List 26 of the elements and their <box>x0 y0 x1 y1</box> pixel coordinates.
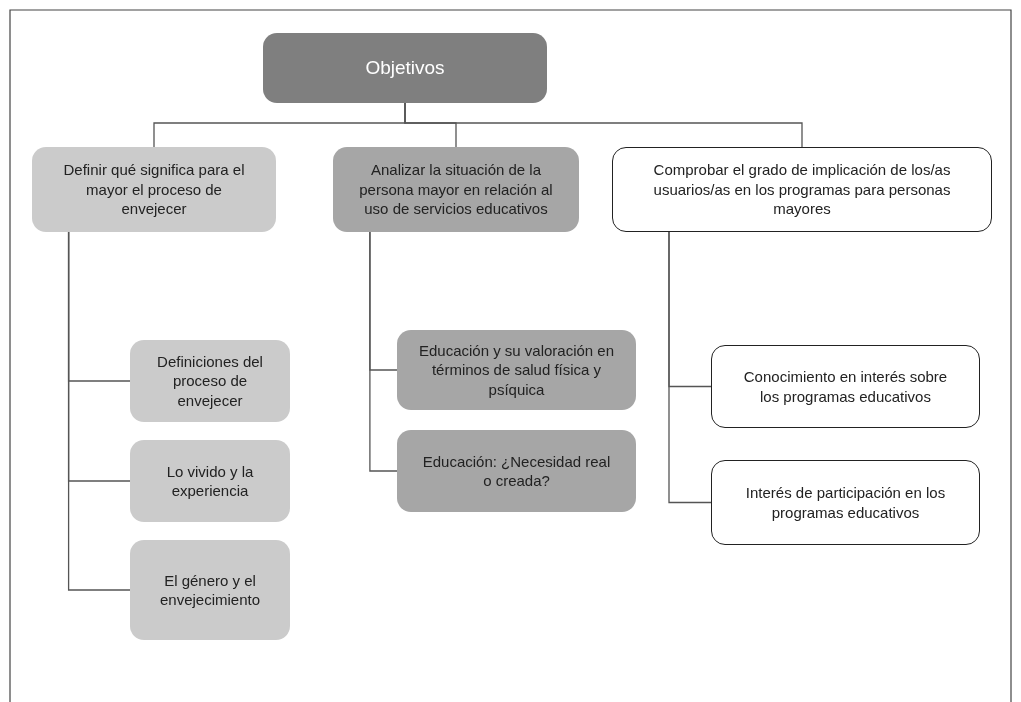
topic-box <box>32 147 276 232</box>
box-text: Comprobar el grado de implicación de los/as usuarios/as en los programas para personas mayores <box>652 160 952 219</box>
topic-box <box>711 345 980 428</box>
connector-line <box>67 231 131 591</box>
topic-box <box>612 147 992 232</box>
topic-box <box>130 440 290 522</box>
box-text: El género y el envejecimiento <box>158 570 262 610</box>
box-text: Definiciones del proceso de envejecer <box>156 351 264 411</box>
topic-box <box>130 540 290 640</box>
box-text: Analizar la situación de la persona mayor en relación al uso de servicios educativos <box>358 160 554 219</box>
topic-box <box>130 340 290 422</box>
connector-line <box>668 231 712 504</box>
box-text: Objetivos <box>365 55 445 80</box>
box-text: Lo vivido y la experiencia <box>165 461 255 501</box>
connector-line <box>369 231 398 472</box>
topic-box <box>711 460 980 545</box>
box-text: Interés de participación en los programas educativos <box>744 483 947 522</box>
topic-box <box>397 330 636 410</box>
connector-line <box>404 102 803 148</box>
topic-box <box>333 147 579 232</box>
root-box <box>263 33 547 103</box>
box-text: Conocimiento en interés sobre los programas educativos <box>742 367 949 406</box>
box-text: Definir qué significa para el mayor el proceso de envejecer <box>62 160 246 219</box>
topic-box <box>397 430 636 512</box>
box-text: Educación y su valoración en términos de salud física y psíquica <box>417 340 616 400</box>
box-text: Educación: ¿Necesidad real o creada? <box>421 451 612 491</box>
